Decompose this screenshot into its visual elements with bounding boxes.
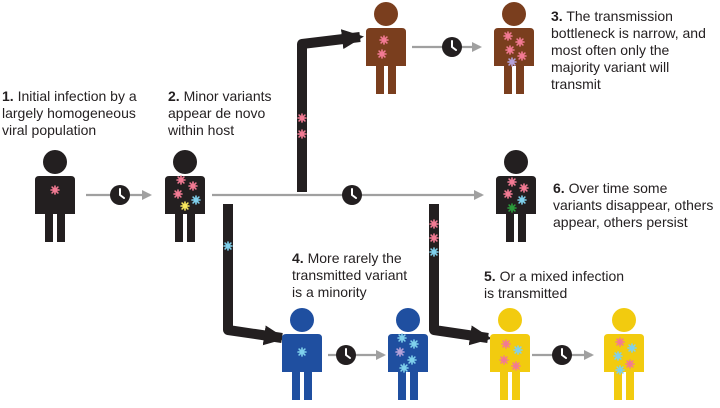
- person-icon: [388, 308, 428, 400]
- person-icon: [490, 308, 530, 400]
- virus-particle-icon: [507, 57, 517, 67]
- virus-particle-icon: [499, 355, 509, 365]
- person-icon: [496, 150, 536, 242]
- transmission-arrow-down-left: [223, 204, 286, 346]
- virus-particle-icon: [517, 195, 527, 205]
- step-4-label: 4. More rarely the transmitted variant i…: [292, 250, 414, 301]
- virus-particle-icon: [513, 345, 523, 355]
- person-icon: [165, 150, 205, 242]
- step-3-number: 3.: [551, 8, 563, 24]
- step-5-label: 5. Or a mixed infection is transmitted: [484, 268, 634, 302]
- clock-icon: [109, 184, 131, 206]
- step-2-number: 2.: [168, 88, 180, 104]
- step-5-number: 5.: [484, 268, 496, 284]
- person-icon: [366, 2, 406, 94]
- virus-particle-icon: [407, 355, 417, 365]
- virus-particle-icon: [223, 241, 233, 251]
- virus-particle-icon: [429, 219, 439, 229]
- clock-icon: [551, 344, 573, 366]
- virus-particle-icon: [501, 339, 511, 349]
- virus-particle-icon: [517, 51, 527, 61]
- step-6-text: Over time some variants disappear, other…: [553, 180, 714, 230]
- virus-particle-icon: [180, 201, 190, 211]
- virus-particle-icon: [395, 347, 405, 357]
- virus-particle-icon: [503, 189, 513, 199]
- step-1-number: 1.: [2, 88, 14, 104]
- virus-particle-icon: [511, 361, 521, 371]
- virus-particle-icon: [379, 35, 389, 45]
- virus-particle-icon: [503, 31, 513, 41]
- person-icon: [604, 308, 644, 400]
- transmission-arrow-down-right: [429, 204, 492, 346]
- virus-particle-icon: [397, 333, 407, 343]
- step-3-label: 3. The transmission bottleneck is narrow…: [551, 8, 711, 93]
- virus-particle-icon: [191, 195, 201, 205]
- step-2-text: Minor variants appear de novo within hos…: [168, 88, 272, 138]
- step-5-text: Or a mixed infection is transmitted: [484, 268, 625, 301]
- clock-icon: [441, 36, 463, 58]
- virus-particle-icon: [297, 129, 307, 139]
- virus-particle-icon: [188, 181, 198, 191]
- step-4-text: More rarely the transmitted variant is a…: [292, 250, 408, 300]
- virus-particle-icon: [297, 347, 307, 357]
- virus-particle-icon: [505, 45, 515, 55]
- virus-particle-icon: [409, 339, 419, 349]
- step-1-text: Initial infection by a largely homogeneo…: [2, 88, 137, 138]
- clock-icon: [341, 184, 363, 206]
- step-3-text: The transmission bottleneck is narrow, a…: [551, 8, 706, 92]
- step-1-label: 1. Initial infection by a largely homoge…: [2, 88, 147, 139]
- virus-particle-icon: [613, 351, 623, 361]
- virus-particle-icon: [507, 203, 517, 213]
- virus-particle-icon: [50, 185, 60, 195]
- virus-particle-icon: [377, 49, 387, 59]
- virus-particle-icon: [173, 189, 183, 199]
- virus-particle-icon: [176, 175, 186, 185]
- step-4-number: 4.: [292, 250, 304, 266]
- virus-particle-icon: [429, 233, 439, 243]
- virus-particle-icon: [297, 113, 307, 123]
- virus-particle-icon: [429, 247, 439, 257]
- virus-particle-icon: [515, 37, 525, 47]
- step-6-number: 6.: [553, 180, 565, 196]
- step-2-label: 2. Minor variants appear de novo within …: [168, 88, 286, 139]
- step-6-label: 6. Over time some variants disappear, ot…: [553, 180, 719, 231]
- virus-particle-icon: [615, 365, 625, 375]
- person-icon: [35, 150, 75, 242]
- clock-icon: [335, 344, 357, 366]
- virus-particle-icon: [625, 359, 635, 369]
- virus-particle-icon: [627, 343, 637, 353]
- transmission-arrow-up: [297, 29, 364, 192]
- person-icon: [494, 2, 534, 94]
- virus-particle-icon: [399, 363, 409, 373]
- virus-particle-icon: [615, 337, 625, 347]
- virus-particle-icon: [507, 177, 517, 187]
- virus-particle-icon: [519, 183, 529, 193]
